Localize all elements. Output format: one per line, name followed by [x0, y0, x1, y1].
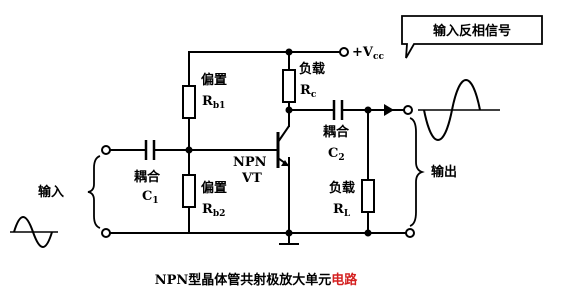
rb2-name: 偏置 [201, 180, 227, 196]
rc-name: 负载 [299, 61, 325, 77]
capacitor-c2 [332, 100, 344, 120]
output-sine-wave-icon [423, 79, 481, 141]
transistor-npn [272, 125, 290, 168]
output-brace [409, 117, 425, 227]
junction-dots [185, 48, 372, 237]
figure-caption: NPN型晶体管共射极放大单元电路 [155, 272, 359, 288]
output-label: 输出 [431, 164, 457, 180]
c2-symbol: C2 [328, 146, 345, 163]
vcc-label: +Vcc [352, 45, 384, 62]
output-terminal-bottom [405, 228, 415, 238]
resistor-rb1 [182, 85, 196, 119]
input-terminal-bottom [101, 228, 111, 238]
callout-text: 输入反相信号 [433, 23, 511, 39]
c1-name: 耦合 [134, 169, 161, 185]
c1-symbol: C1 [142, 189, 159, 206]
transistor-type-label: NPN [233, 155, 267, 170]
resistor-rc [282, 69, 296, 103]
transistor-symbol-label: VT [241, 171, 262, 186]
output-terminal-top [403, 105, 413, 115]
resistor-rl [361, 179, 375, 213]
input-label: 输入 [38, 184, 64, 200]
rl-symbol: RL [333, 202, 351, 219]
output-arrow-icon [384, 104, 394, 116]
terminals [101, 47, 415, 238]
rb2-symbol: Rb2 [202, 202, 225, 219]
rb1-symbol: Rb1 [202, 94, 225, 111]
input-brace [87, 155, 101, 229]
rc-symbol: Rc [300, 83, 317, 100]
callout-box: 输入反相信号 [401, 15, 543, 59]
input-terminal-top [101, 145, 111, 155]
c2-name: 耦合 [323, 124, 350, 140]
capacitor-c1 [144, 140, 156, 160]
resistor-rb2 [182, 174, 196, 208]
vcc-terminal [339, 47, 349, 57]
rl-name: 负载 [329, 180, 355, 196]
rb1-name: 偏置 [201, 72, 227, 88]
